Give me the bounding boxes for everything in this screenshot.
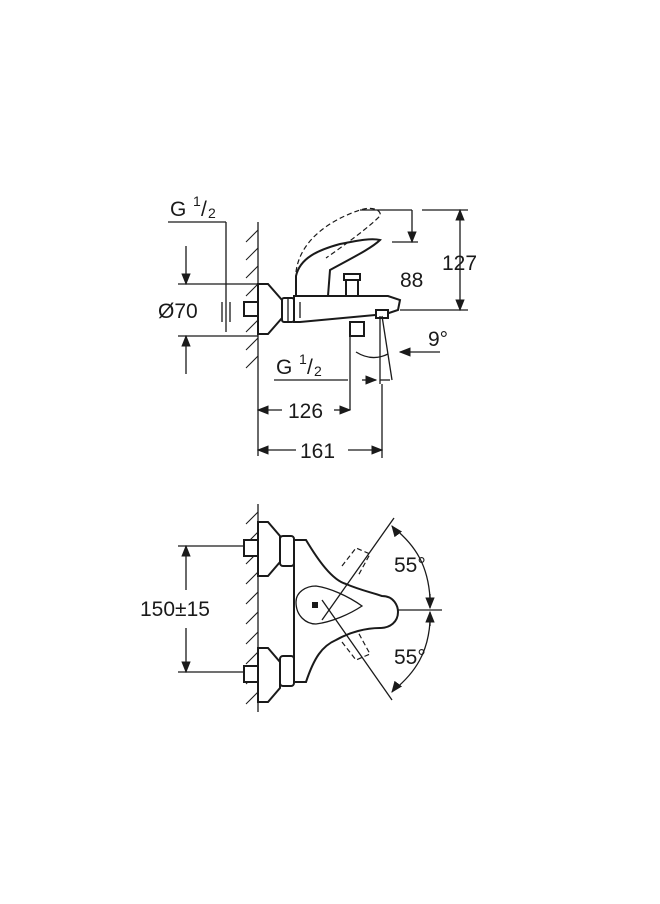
- dim-lever-angle-up: 55°: [321, 517, 442, 621]
- mixer-body-side: [293, 207, 412, 337]
- outlet-thread-num: 1: [299, 351, 307, 367]
- total-height-label: 127: [442, 252, 477, 275]
- escutcheon-lower: [243, 647, 295, 703]
- dim-heights: 88 127: [392, 208, 477, 312]
- wall-side: [245, 222, 259, 372]
- spout-height-label: 88: [400, 269, 423, 292]
- svg-text:/: /: [307, 356, 313, 379]
- dim-outlet-distance: 126: [256, 372, 352, 456]
- lever-angle-down-label: 55°: [394, 646, 426, 669]
- dim-escutcheon-diameter: Ø70: [158, 246, 258, 374]
- spout-angle-label: 9°: [428, 328, 448, 351]
- outlet-thread-base: G: [276, 356, 292, 379]
- lever-angle-up-label: 55°: [394, 554, 426, 577]
- inlet-thread-den: 2: [208, 205, 216, 221]
- side-view: G 1 / 2 Ø70 88 127: [158, 193, 477, 463]
- inlet-thread-base: G: [170, 198, 186, 221]
- mixer-body-top: [293, 539, 400, 683]
- dim-centre-distance: 150±15: [140, 544, 244, 674]
- dim-outlet-thread: G 1 / 2: [274, 336, 390, 410]
- dim-lever-angle-down: 55°: [321, 599, 435, 701]
- inlet-thread-num: 1: [193, 193, 201, 209]
- svg-text:/: /: [201, 198, 207, 221]
- centre-distance-label: 150±15: [140, 598, 210, 621]
- dim-inlet-thread-top: G 1 / 2: [168, 193, 227, 332]
- dim-total-projection: 161: [256, 384, 384, 463]
- total-projection-label: 161: [300, 440, 335, 463]
- outlet-thread-den: 2: [314, 363, 322, 379]
- escutcheon-diameter-label: Ø70: [158, 300, 198, 323]
- top-view: 150±15 55° 55°: [140, 504, 442, 712]
- dim-spout-angle: 9°: [355, 315, 448, 384]
- escutcheon-upper: [243, 521, 295, 577]
- escutcheon-side: [243, 283, 295, 335]
- outlet-distance-label: 126: [288, 400, 323, 423]
